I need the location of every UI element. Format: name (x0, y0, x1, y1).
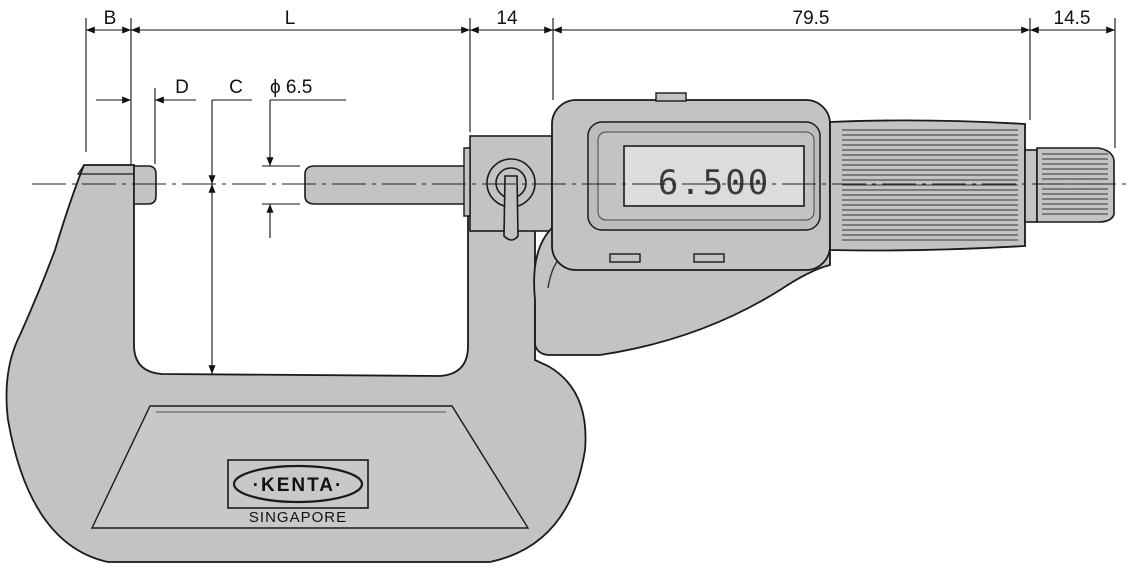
brand-location: SINGAPORE (249, 509, 347, 526)
button-right[interactable] (693, 253, 725, 263)
thimble[interactable] (829, 119, 1026, 252)
ratchet-knurling (1042, 153, 1108, 215)
dim-diameter-label: ϕ 6.5 (270, 77, 312, 98)
anvil (133, 165, 157, 205)
brand-name: ·KENTA· (253, 475, 344, 496)
button-left[interactable] (609, 253, 641, 263)
dim-d-label: D (175, 77, 189, 98)
dim-79-5-label: 79.5 (793, 8, 830, 29)
frame-top-edge (76, 164, 134, 175)
housing-top-tab (655, 92, 687, 102)
brand-logo: ·KENTA· SINGAPORE (227, 459, 369, 526)
spindle (304, 165, 471, 205)
ratchet[interactable] (1024, 147, 1115, 223)
dim-c-label: C (229, 77, 243, 98)
digital-housing: 6.500 (533, 92, 831, 356)
spindle-lock (463, 135, 553, 241)
ratchet-neck (1024, 149, 1038, 223)
thimble-knurling (842, 129, 1018, 241)
dim-14-label: 14 (496, 8, 518, 29)
lock-lever[interactable] (503, 175, 519, 241)
lcd-screen (623, 145, 805, 207)
dim-l-label: L (285, 8, 296, 29)
lcd-reading: 6.500 (658, 163, 770, 203)
dim-14-5-label: 14.5 (1054, 8, 1091, 29)
dim-b-label: B (104, 8, 117, 29)
dimension-lines (85, 18, 1116, 374)
